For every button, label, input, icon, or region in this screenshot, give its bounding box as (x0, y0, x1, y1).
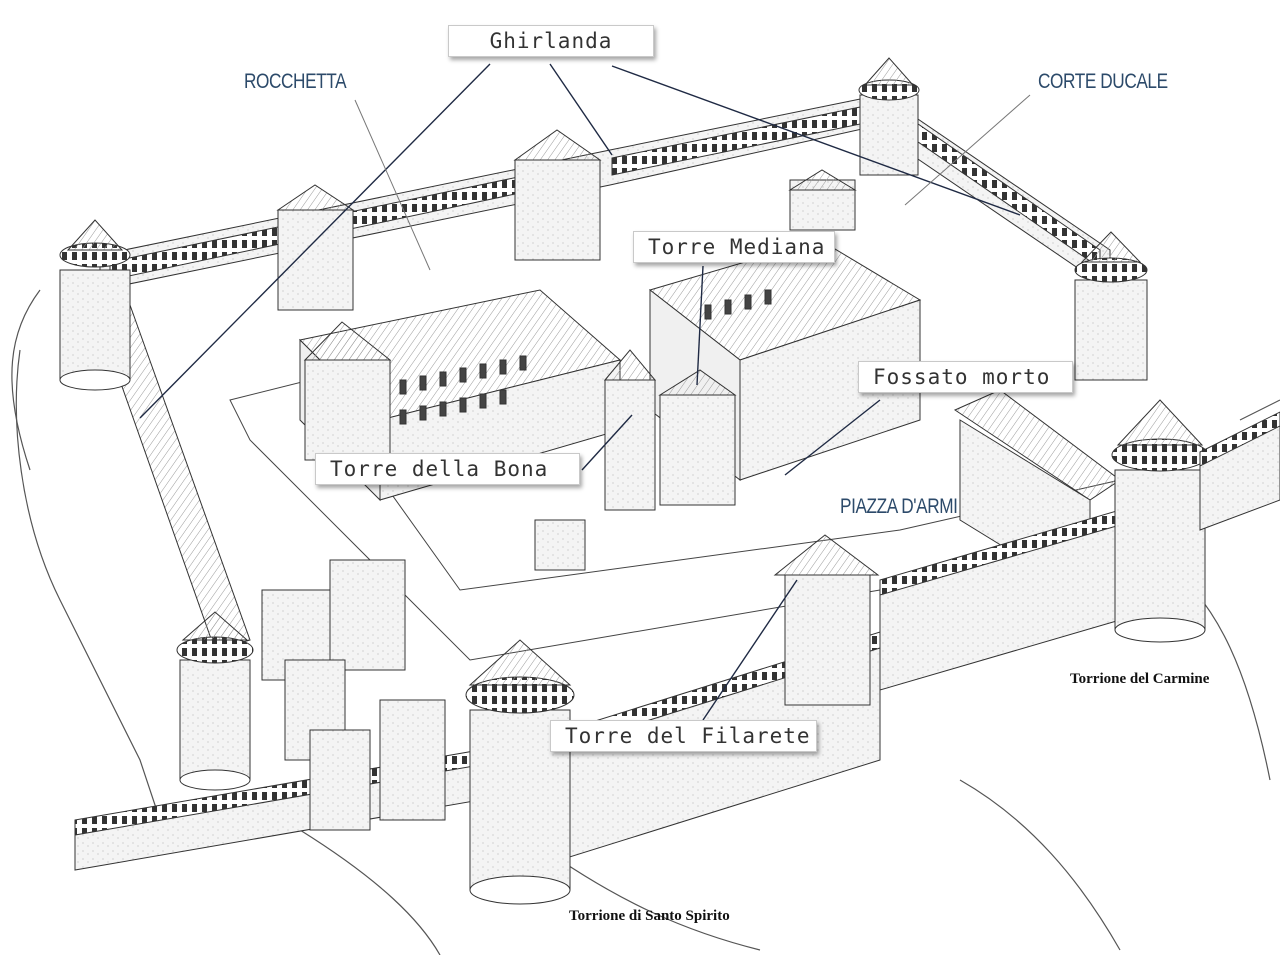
tower-east (1074, 231, 1148, 381)
label-torre-del-filarete: Torre del Filarete (550, 720, 817, 752)
ghirlanda-leader-left (139, 63, 491, 419)
caption-rocchetta: ROCCHETTA (244, 70, 347, 93)
caption-leaders (354, 94, 1031, 271)
tower-northwest (59, 219, 131, 391)
east-wall (1199, 411, 1280, 531)
caption-piazza-darmi: PIAZZA D'ARMI (840, 495, 958, 518)
right-wing (879, 389, 1121, 691)
label-torre-della-bona: Torre della Bona (315, 453, 580, 485)
ravelin-towers (261, 519, 586, 831)
tower-carmine (1111, 399, 1209, 643)
note-torrione-santo-spirito: Torrione di Santo Spirito (569, 908, 730, 924)
fossato-morto-leader (784, 399, 881, 476)
square-towers (276, 129, 880, 706)
tower-west-front (176, 611, 254, 791)
torre-della-bona-leader (581, 414, 633, 471)
label-torre-mediana: Torre Mediana (633, 231, 835, 263)
round-towers (59, 57, 1209, 905)
ghirlanda-leader-right (611, 65, 1021, 216)
torre-mediana-leader (696, 265, 704, 386)
torre-del-filarete-leader (702, 579, 798, 721)
label-ghirlanda: Ghirlanda (448, 25, 654, 57)
tower-northeast (858, 57, 920, 176)
leader-lines (139, 63, 1021, 721)
caption-corte-ducale: CORTE DUCALE (1038, 70, 1168, 93)
label-fossato-morto: Fossato morto (858, 361, 1073, 393)
ghirlanda-leader-mid (549, 63, 613, 156)
note-torrione-del-carmine: Torrione del Carmine (1070, 671, 1210, 687)
tower-santo-spirito (465, 639, 575, 905)
